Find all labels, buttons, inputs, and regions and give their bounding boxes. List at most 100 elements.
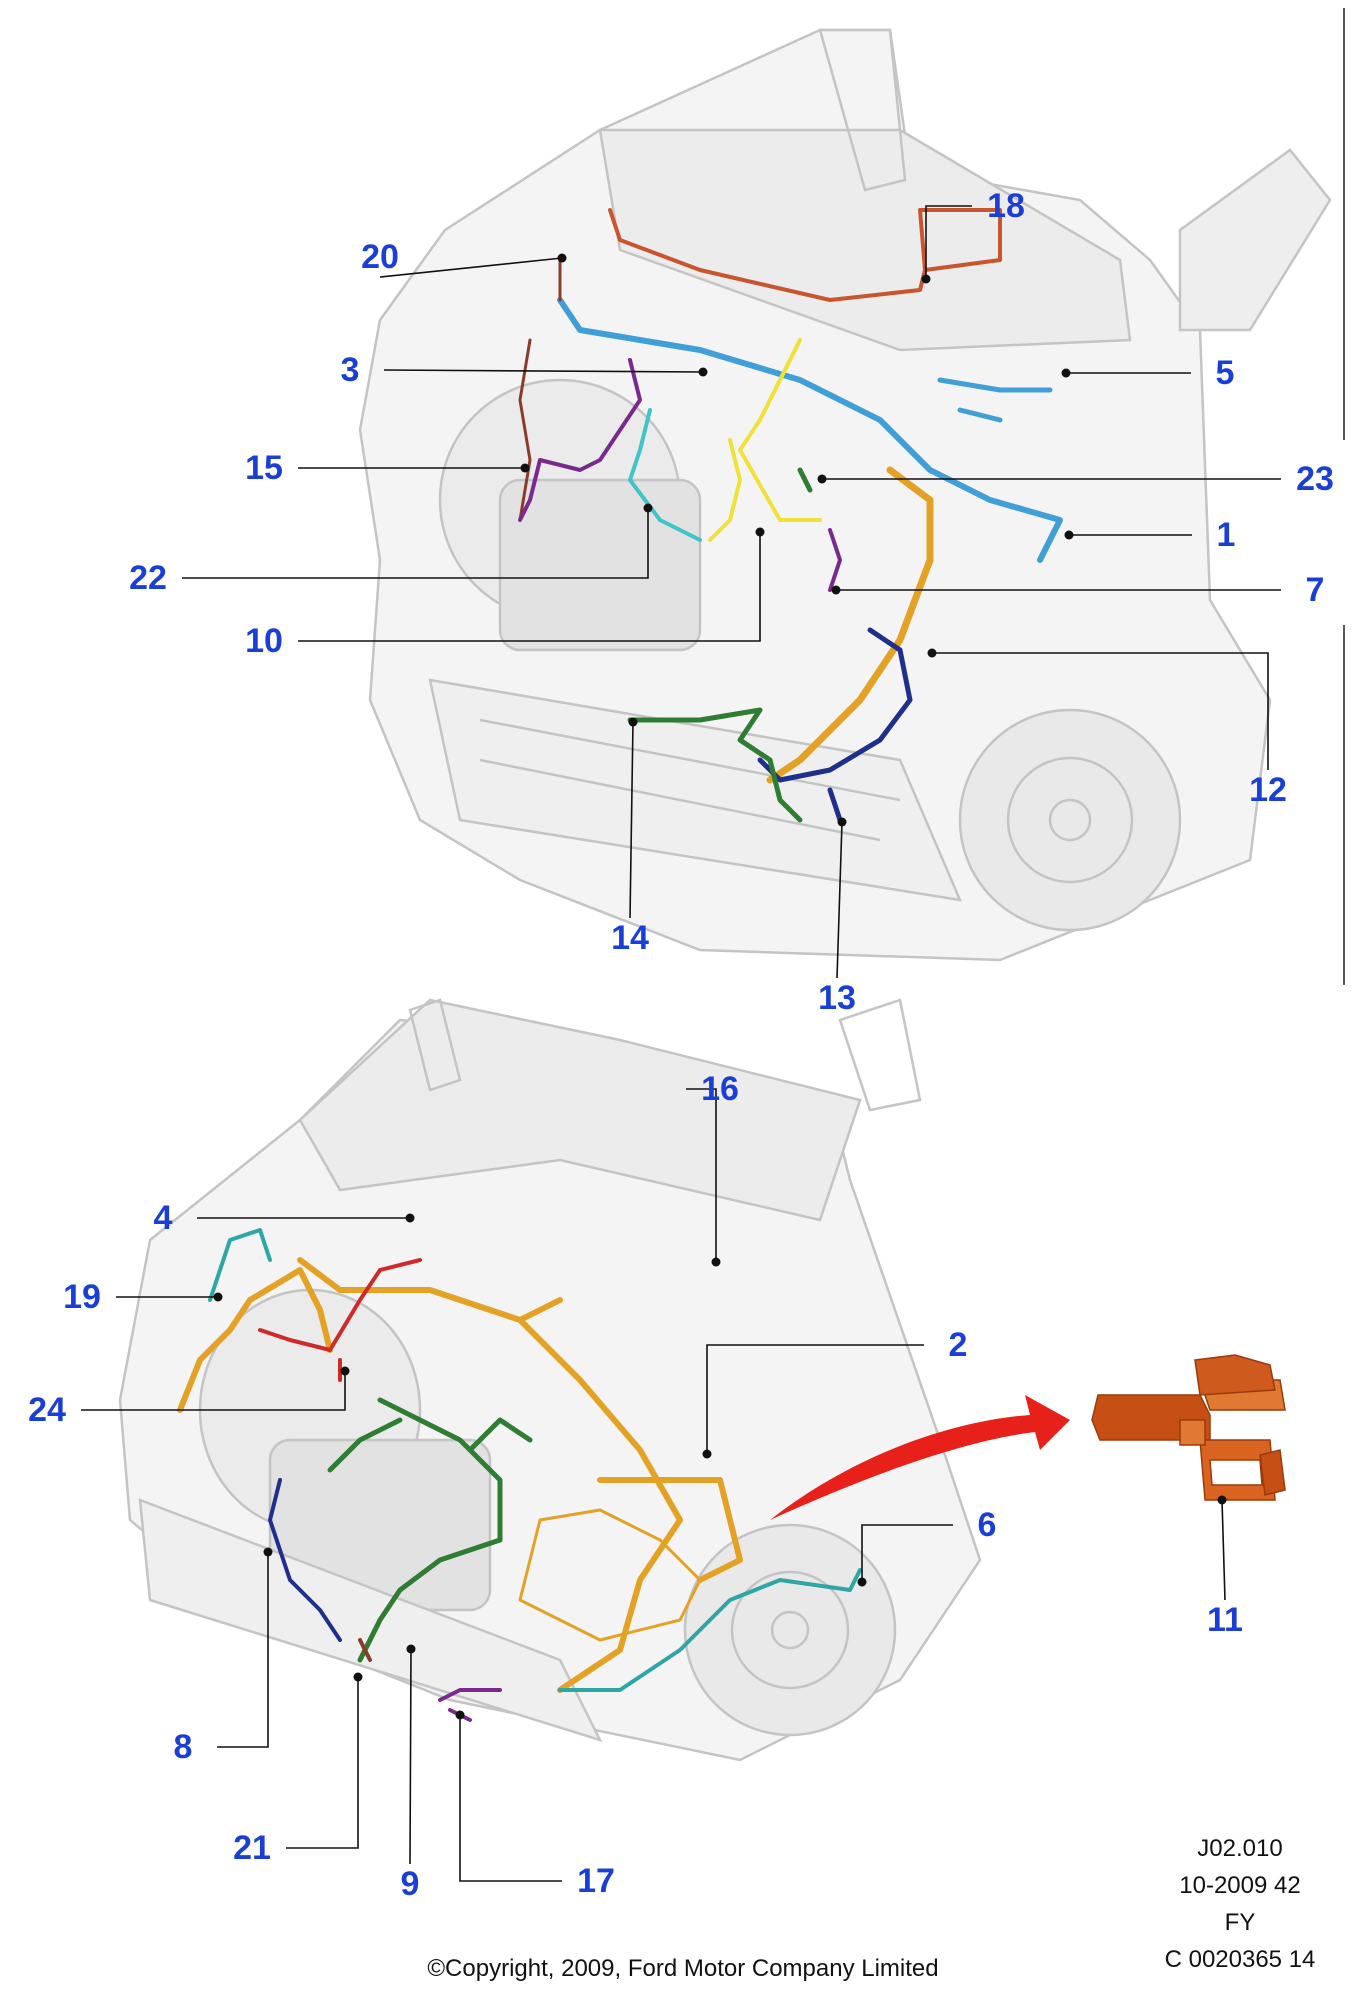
part-11-shape-4 bbox=[1209, 1459, 1263, 1486]
top-callout-7: 7 bbox=[1305, 571, 1325, 609]
red-arrow-shape bbox=[770, 1395, 1070, 1520]
top-dot-10 bbox=[755, 527, 765, 537]
red-pointer-arrow bbox=[770, 1395, 1070, 1520]
top-dot-18 bbox=[921, 274, 931, 284]
top-vehicle-illustration bbox=[358, 28, 1332, 962]
part-11-shape-5 bbox=[1259, 1449, 1286, 1496]
bottom-callout-4: 4 bbox=[153, 1199, 173, 1237]
part-11-shape-2 bbox=[1194, 1354, 1276, 1396]
top-dot-12 bbox=[927, 648, 937, 658]
harness-path-3 bbox=[708, 338, 822, 542]
bottom-leader-24 bbox=[81, 1371, 346, 1411]
top-callout-23: 23 bbox=[1296, 460, 1334, 498]
bottom-dot-9 bbox=[406, 1644, 416, 1654]
bottom-leader-21 bbox=[286, 1677, 359, 1849]
top-callout-14: 14 bbox=[611, 919, 649, 957]
bottom-dot-16 bbox=[711, 1257, 721, 1267]
reference-line-3: FY bbox=[1224, 1909, 1256, 1936]
bottom-dot-19 bbox=[213, 1292, 223, 1302]
top-dot-23 bbox=[817, 474, 827, 484]
bottom-dot-4 bbox=[405, 1213, 415, 1223]
reference-line-1: J02.010 bbox=[1197, 1835, 1283, 1862]
top-dot-22 bbox=[643, 503, 653, 513]
leader-lines bbox=[81, 205, 1281, 1882]
harness-path-2 bbox=[518, 258, 562, 522]
bottom-leader-11 bbox=[1221, 1499, 1226, 1601]
bottom-dot-11 bbox=[1217, 1495, 1227, 1505]
top-callout-13: 13 bbox=[818, 979, 856, 1017]
copyright-notice: ©Copyright, 2009, Ford Motor Company Lim… bbox=[427, 1955, 939, 1982]
top-callout-22: 22 bbox=[129, 559, 167, 597]
harness-path-12 bbox=[208, 1228, 862, 1692]
bottom-vehicle-illustration bbox=[118, 998, 982, 1762]
harness-path-13 bbox=[327, 1397, 533, 1663]
top-dot-13 bbox=[837, 817, 847, 827]
harness-path-7 bbox=[757, 627, 913, 823]
top-dot-3 bbox=[698, 367, 708, 377]
bottom-dot-6 bbox=[857, 1577, 867, 1587]
bottom-leader-9 bbox=[409, 1648, 412, 1865]
bottom-callout-9: 9 bbox=[400, 1865, 420, 1903]
bottom-dot-24 bbox=[340, 1366, 350, 1376]
bottom-dot-2 bbox=[702, 1449, 712, 1459]
bottom-leader-16 bbox=[686, 1088, 717, 1262]
harness-path-1 bbox=[557, 297, 1063, 563]
top-callout-18: 18 bbox=[987, 187, 1025, 225]
bottom-callout-2: 2 bbox=[948, 1326, 968, 1364]
top-callout-5: 5 bbox=[1215, 354, 1235, 392]
harness-path-14 bbox=[268, 1478, 342, 1642]
harness-path-11 bbox=[258, 1258, 422, 1382]
harness-path-16 bbox=[358, 1638, 372, 1662]
bottom-callout-8: 8 bbox=[173, 1728, 193, 1766]
bottom-callout-11: 11 bbox=[1207, 1601, 1243, 1639]
harness-path-17 bbox=[518, 1508, 702, 1642]
reference-line-4: C 0020365 14 bbox=[1164, 1946, 1316, 1973]
bottom-callout-6: 6 bbox=[977, 1506, 997, 1544]
harness-path-10 bbox=[177, 1257, 743, 1693]
bottom-leader-2 bbox=[706, 1344, 924, 1454]
top-callout-1: 1 bbox=[1216, 516, 1236, 554]
top-leader-14 bbox=[629, 721, 634, 919]
top-leader-13 bbox=[836, 821, 843, 979]
bottom-callout-17: 17 bbox=[577, 1862, 615, 1900]
bottom-callout-24: 24 bbox=[28, 1391, 66, 1429]
top-callout-12: 12 bbox=[1249, 771, 1287, 809]
harness-path-9 bbox=[937, 377, 1053, 423]
bottom-dot-21 bbox=[353, 1672, 363, 1682]
top-callout-3: 3 bbox=[340, 351, 360, 389]
top-leader-10 bbox=[298, 532, 761, 642]
bottom-leader-17 bbox=[459, 1715, 562, 1882]
part-11-shape-6 bbox=[1179, 1419, 1206, 1446]
bottom-callout-21: 21 bbox=[233, 1829, 271, 1867]
top-dot-14 bbox=[628, 717, 638, 727]
top-dot-7 bbox=[831, 585, 841, 595]
harness-layer bbox=[177, 208, 1063, 1722]
bottom-dot-8 bbox=[263, 1547, 273, 1557]
leader-dots bbox=[213, 253, 1227, 1720]
top-dot-20 bbox=[557, 253, 567, 263]
top-callout-10: 10 bbox=[245, 622, 283, 660]
top-dot-15 bbox=[520, 463, 530, 473]
harness-path-6 bbox=[766, 466, 934, 784]
bottom-leader-8 bbox=[217, 1552, 269, 1748]
top-callout-15: 15 bbox=[245, 449, 283, 487]
drawing-reference-block: J02.010 10-2009 42 FY C 0020365 14 bbox=[1140, 1830, 1340, 1978]
bottom-callout-19: 19 bbox=[63, 1278, 101, 1316]
part-11-illustration bbox=[1091, 1354, 1286, 1501]
top-dot-1 bbox=[1064, 530, 1074, 540]
reference-line-2: 10-2009 42 bbox=[1179, 1872, 1301, 1899]
bottom-dot-17 bbox=[455, 1710, 465, 1720]
harness-path-5 bbox=[518, 358, 842, 592]
top-dot-5 bbox=[1061, 368, 1071, 378]
top-leader-22 bbox=[182, 508, 649, 579]
top-leader-12 bbox=[932, 652, 1269, 770]
top-callout-20: 20 bbox=[361, 238, 399, 276]
bottom-callout-16: 16 bbox=[701, 1070, 739, 1108]
harness-path-8 bbox=[627, 467, 813, 823]
top-leader-20 bbox=[379, 257, 563, 278]
harness-path-4 bbox=[628, 408, 702, 542]
top-leader-3 bbox=[383, 369, 704, 373]
top-leader-18 bbox=[925, 205, 972, 279]
bottom-leader-6 bbox=[861, 1524, 953, 1582]
